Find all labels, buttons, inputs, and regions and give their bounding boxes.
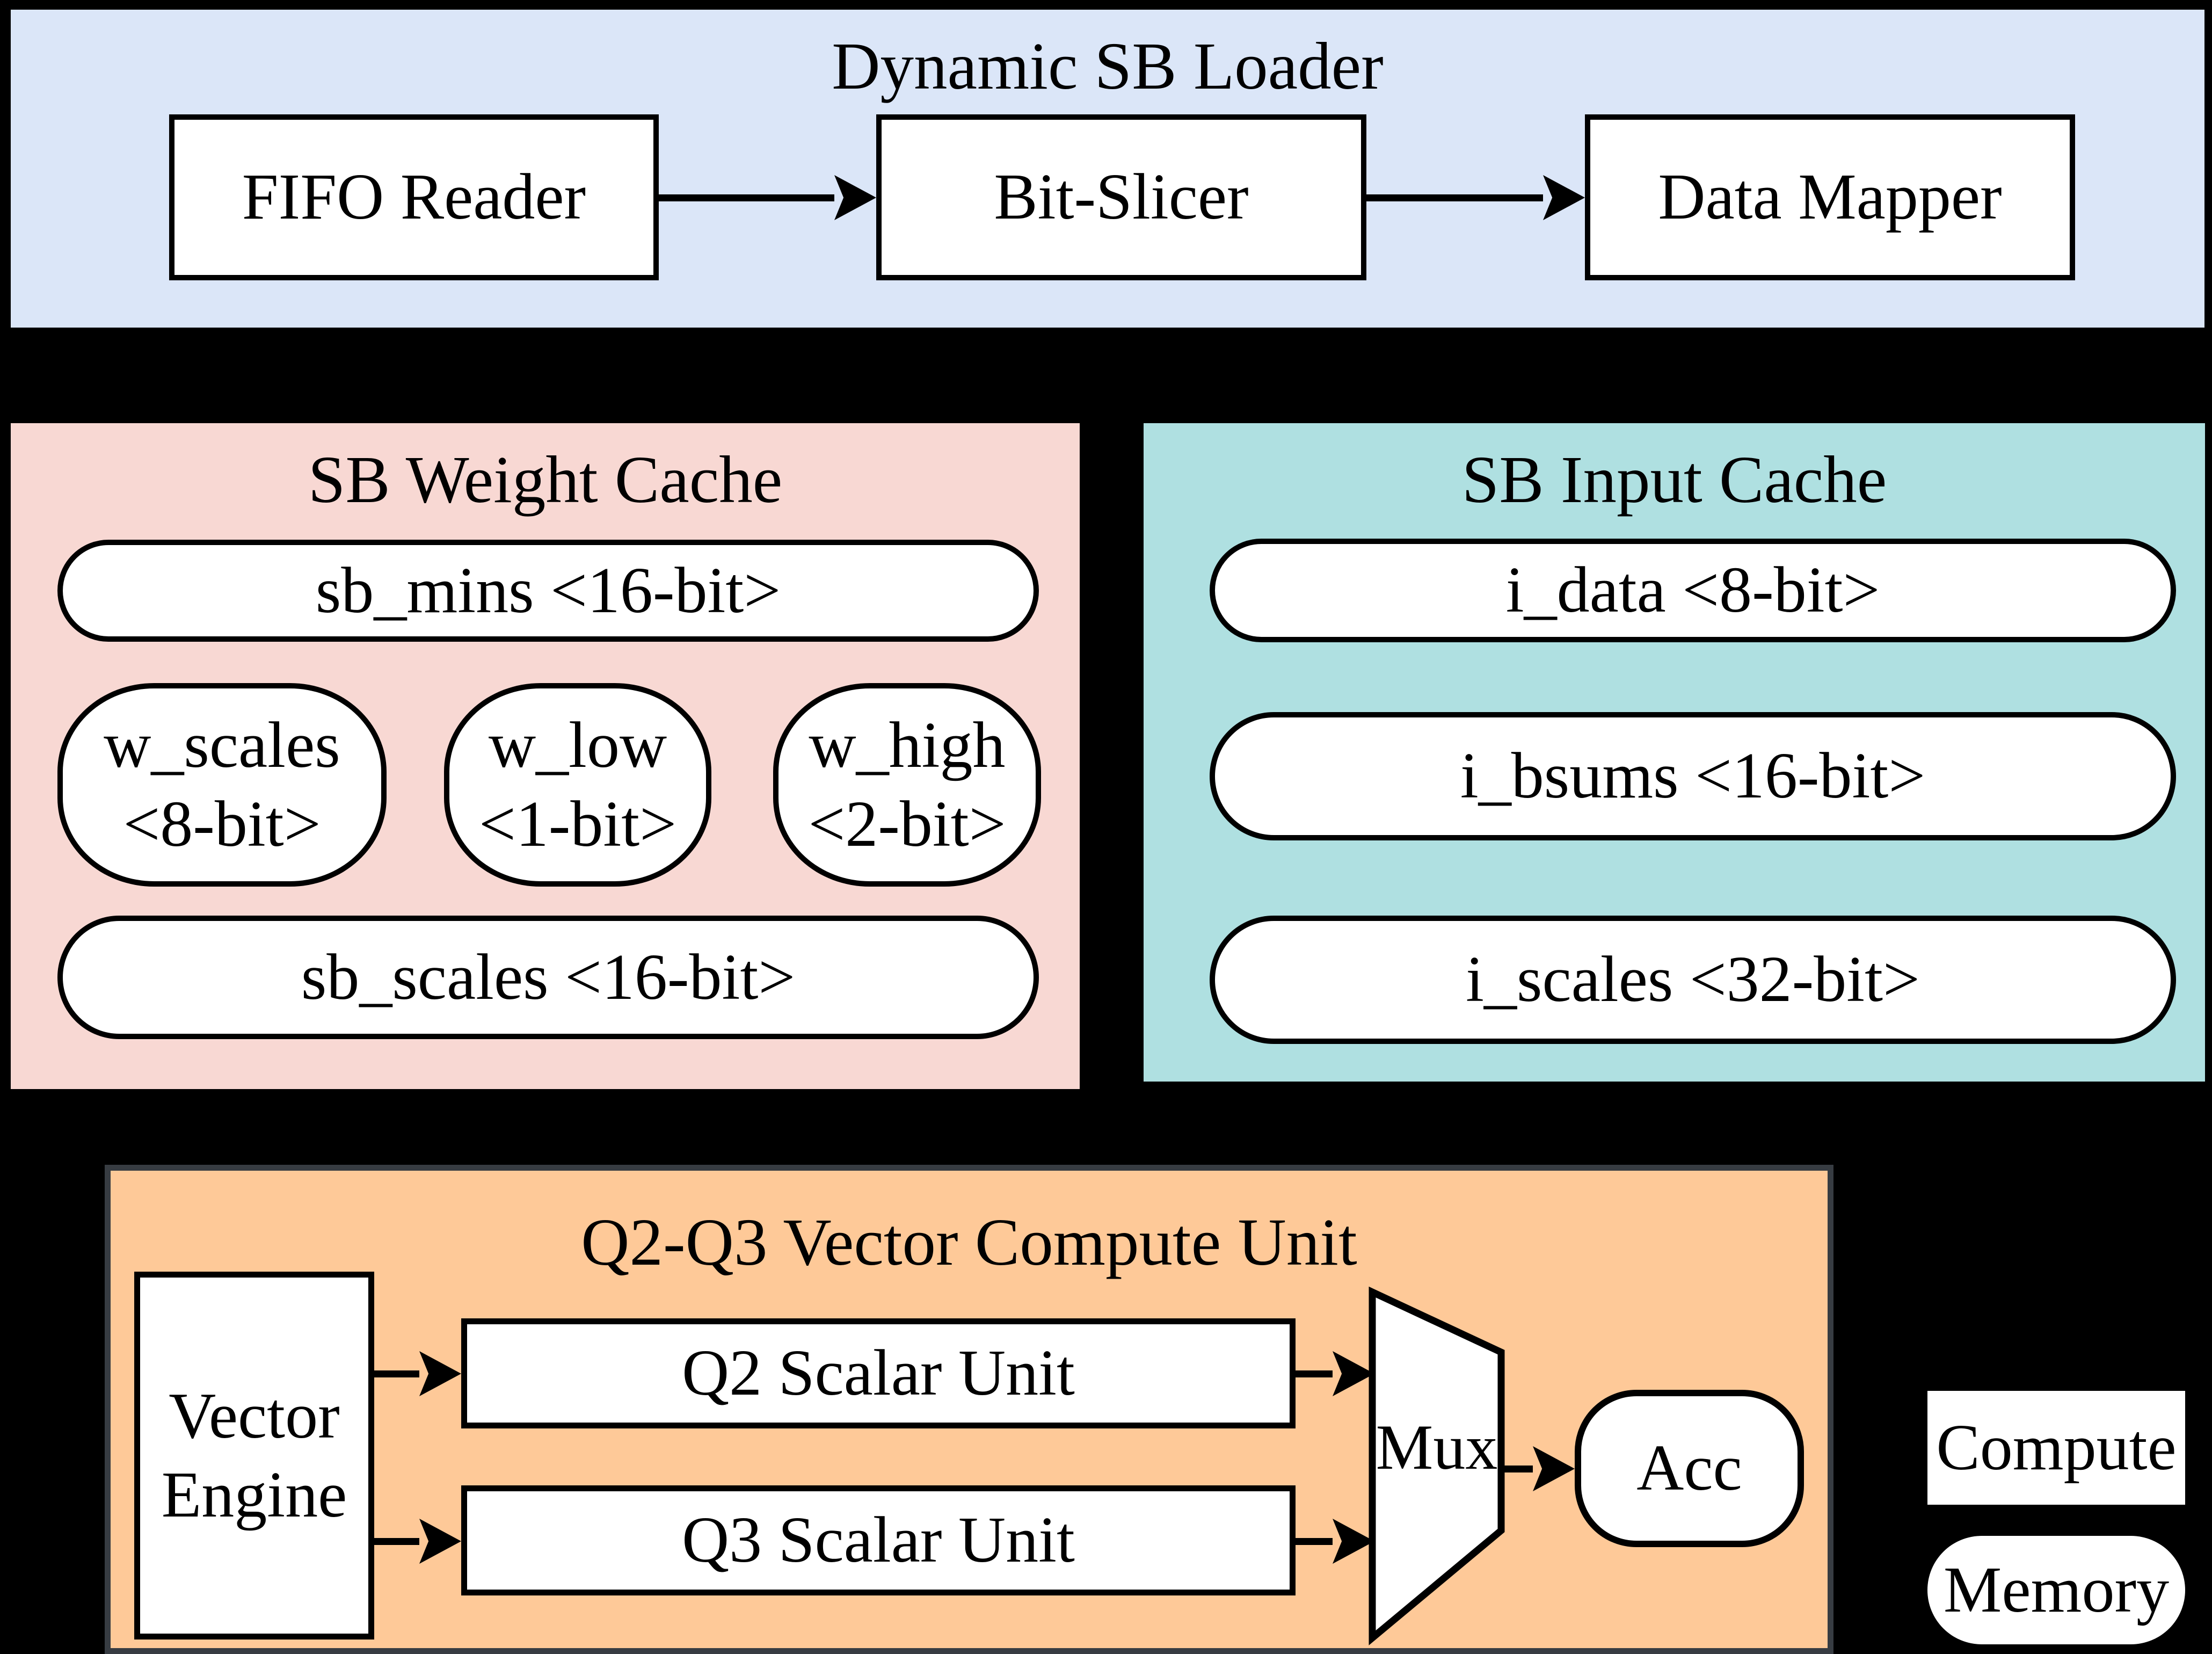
w-low-name: w_low (488, 709, 667, 782)
arrow-head-icon (419, 1351, 461, 1396)
i-bsums-node: i_bsums <16-bit> (1210, 712, 2176, 840)
sb-mins-node: sb_mins <16-bit> (57, 540, 1039, 642)
w-scales-node: w_scales <8-bit> (57, 683, 387, 887)
data-mapper-node: Data Mapper (1585, 114, 2075, 280)
input-cache-title: SB Input Cache (1461, 443, 1887, 517)
arrow-head-icon (419, 1519, 461, 1564)
q2-scalar-unit-node: Q2 Scalar Unit (461, 1318, 1296, 1428)
i-data-label: i_data <8-bit> (1505, 554, 1880, 627)
fifo-reader-node: FIFO Reader (169, 114, 659, 280)
w-high-bits: <2-bit> (808, 787, 1006, 860)
arrow-head-icon (1543, 175, 1585, 220)
arrow-vector-engine-to-q2 (374, 1351, 461, 1396)
data-mapper-label: Data Mapper (1658, 161, 2002, 234)
w-low-bits: <1-bit> (478, 787, 677, 860)
w-high-name: w_high (809, 709, 1006, 782)
w-high-node: w_high <2-bit> (773, 683, 1041, 887)
vector-engine-node: Vector Engine (134, 1272, 374, 1640)
arrow-head-icon (1333, 1519, 1374, 1564)
i-bsums-label: i_bsums <16-bit> (1460, 739, 1926, 813)
sb-mins-label: sb_mins <16-bit> (315, 554, 781, 627)
w-low-node: w_low <1-bit> (444, 683, 711, 887)
q3-scalar-unit-node: Q3 Scalar Unit (461, 1485, 1296, 1595)
arrow-shaft (374, 1370, 419, 1377)
i-scales-label: i_scales <32-bit> (1466, 943, 1920, 1016)
q3-scalar-unit-label: Q3 Scalar Unit (682, 1504, 1075, 1577)
arrow-q3-to-mux (1296, 1519, 1374, 1564)
arrow-vector-engine-to-q3 (374, 1519, 461, 1564)
arrow-fifo-to-bitslicer (659, 175, 876, 220)
arrow-shaft (1296, 1370, 1333, 1377)
arrow-shaft (1501, 1465, 1533, 1472)
arrow-head-icon (1533, 1446, 1575, 1491)
acc-label: Acc (1636, 1432, 1742, 1505)
mux-label: Mux (1376, 1411, 1498, 1483)
compute-unit-title: Q2-Q3 Vector Compute Unit (581, 1206, 1357, 1280)
bit-slicer-node: Bit-Slicer (876, 114, 1366, 280)
loader-title: Dynamic SB Loader (832, 30, 1384, 104)
i-scales-node: i_scales <32-bit> (1210, 916, 2176, 1044)
w-scales-name: w_scales (104, 709, 340, 782)
arrow-shaft (659, 194, 834, 201)
legend-compute: Compute (1927, 1391, 2185, 1505)
sb-scales-node: sb_scales <16-bit> (57, 916, 1039, 1039)
arrow-mux-to-acc (1501, 1446, 1575, 1491)
weight-cache-title: SB Weight Cache (308, 443, 783, 517)
w-scales-bits: <8-bit> (123, 787, 321, 860)
mux-node (1369, 1286, 1505, 1645)
arrow-q2-to-mux (1296, 1351, 1374, 1396)
i-data-node: i_data <8-bit> (1210, 539, 2176, 642)
legend-memory: Memory (1927, 1536, 2185, 1644)
arrow-head-icon (834, 175, 876, 220)
acc-node: Acc (1575, 1390, 1804, 1547)
arrow-bitslicer-to-datamapper (1366, 175, 1585, 220)
fifo-reader-label: FIFO Reader (242, 161, 586, 234)
arrow-shaft (374, 1537, 419, 1545)
bit-slicer-label: Bit-Slicer (994, 161, 1249, 234)
arrow-shaft (1296, 1537, 1333, 1545)
q2-scalar-unit-label: Q2 Scalar Unit (682, 1337, 1075, 1410)
sb-scales-label: sb_scales <16-bit> (301, 940, 796, 1013)
vector-engine-label-line2: Engine (161, 1458, 347, 1531)
vector-engine-label-line1: Vector (169, 1380, 340, 1453)
arrow-shaft (1366, 194, 1543, 201)
mux-shape (1369, 1286, 1505, 1645)
arrow-head-icon (1333, 1351, 1374, 1396)
